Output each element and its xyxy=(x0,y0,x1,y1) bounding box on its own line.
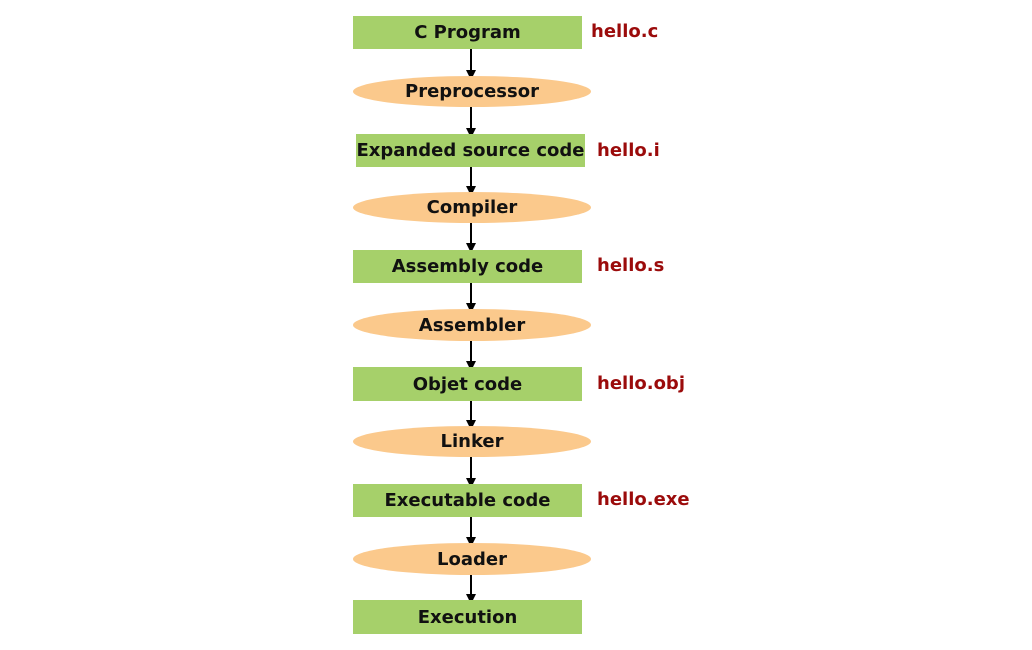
object-code-box: Objet code xyxy=(353,367,582,401)
file-label-hello-exe: hello.exe xyxy=(597,489,690,510)
execution-box: Execution xyxy=(353,600,582,634)
linker-ellipse: Linker xyxy=(353,426,591,457)
preprocessor-ellipse: Preprocessor xyxy=(353,76,591,107)
file-label-hello-i: hello.i xyxy=(597,140,660,161)
file-label-hello-obj: hello.obj xyxy=(597,373,685,394)
file-label-hello-c: hello.c xyxy=(591,21,659,42)
c-program-box: C Program xyxy=(353,16,582,49)
assembler-ellipse: Assembler xyxy=(353,309,591,341)
compiler-ellipse: Compiler xyxy=(353,192,591,223)
file-label-hello-s: hello.s xyxy=(597,255,665,276)
executable-code-box: Executable code xyxy=(353,484,582,517)
loader-ellipse: Loader xyxy=(353,543,591,575)
assembly-code-box: Assembly code xyxy=(353,250,582,283)
expanded-source-code-box: Expanded source code xyxy=(356,134,585,167)
